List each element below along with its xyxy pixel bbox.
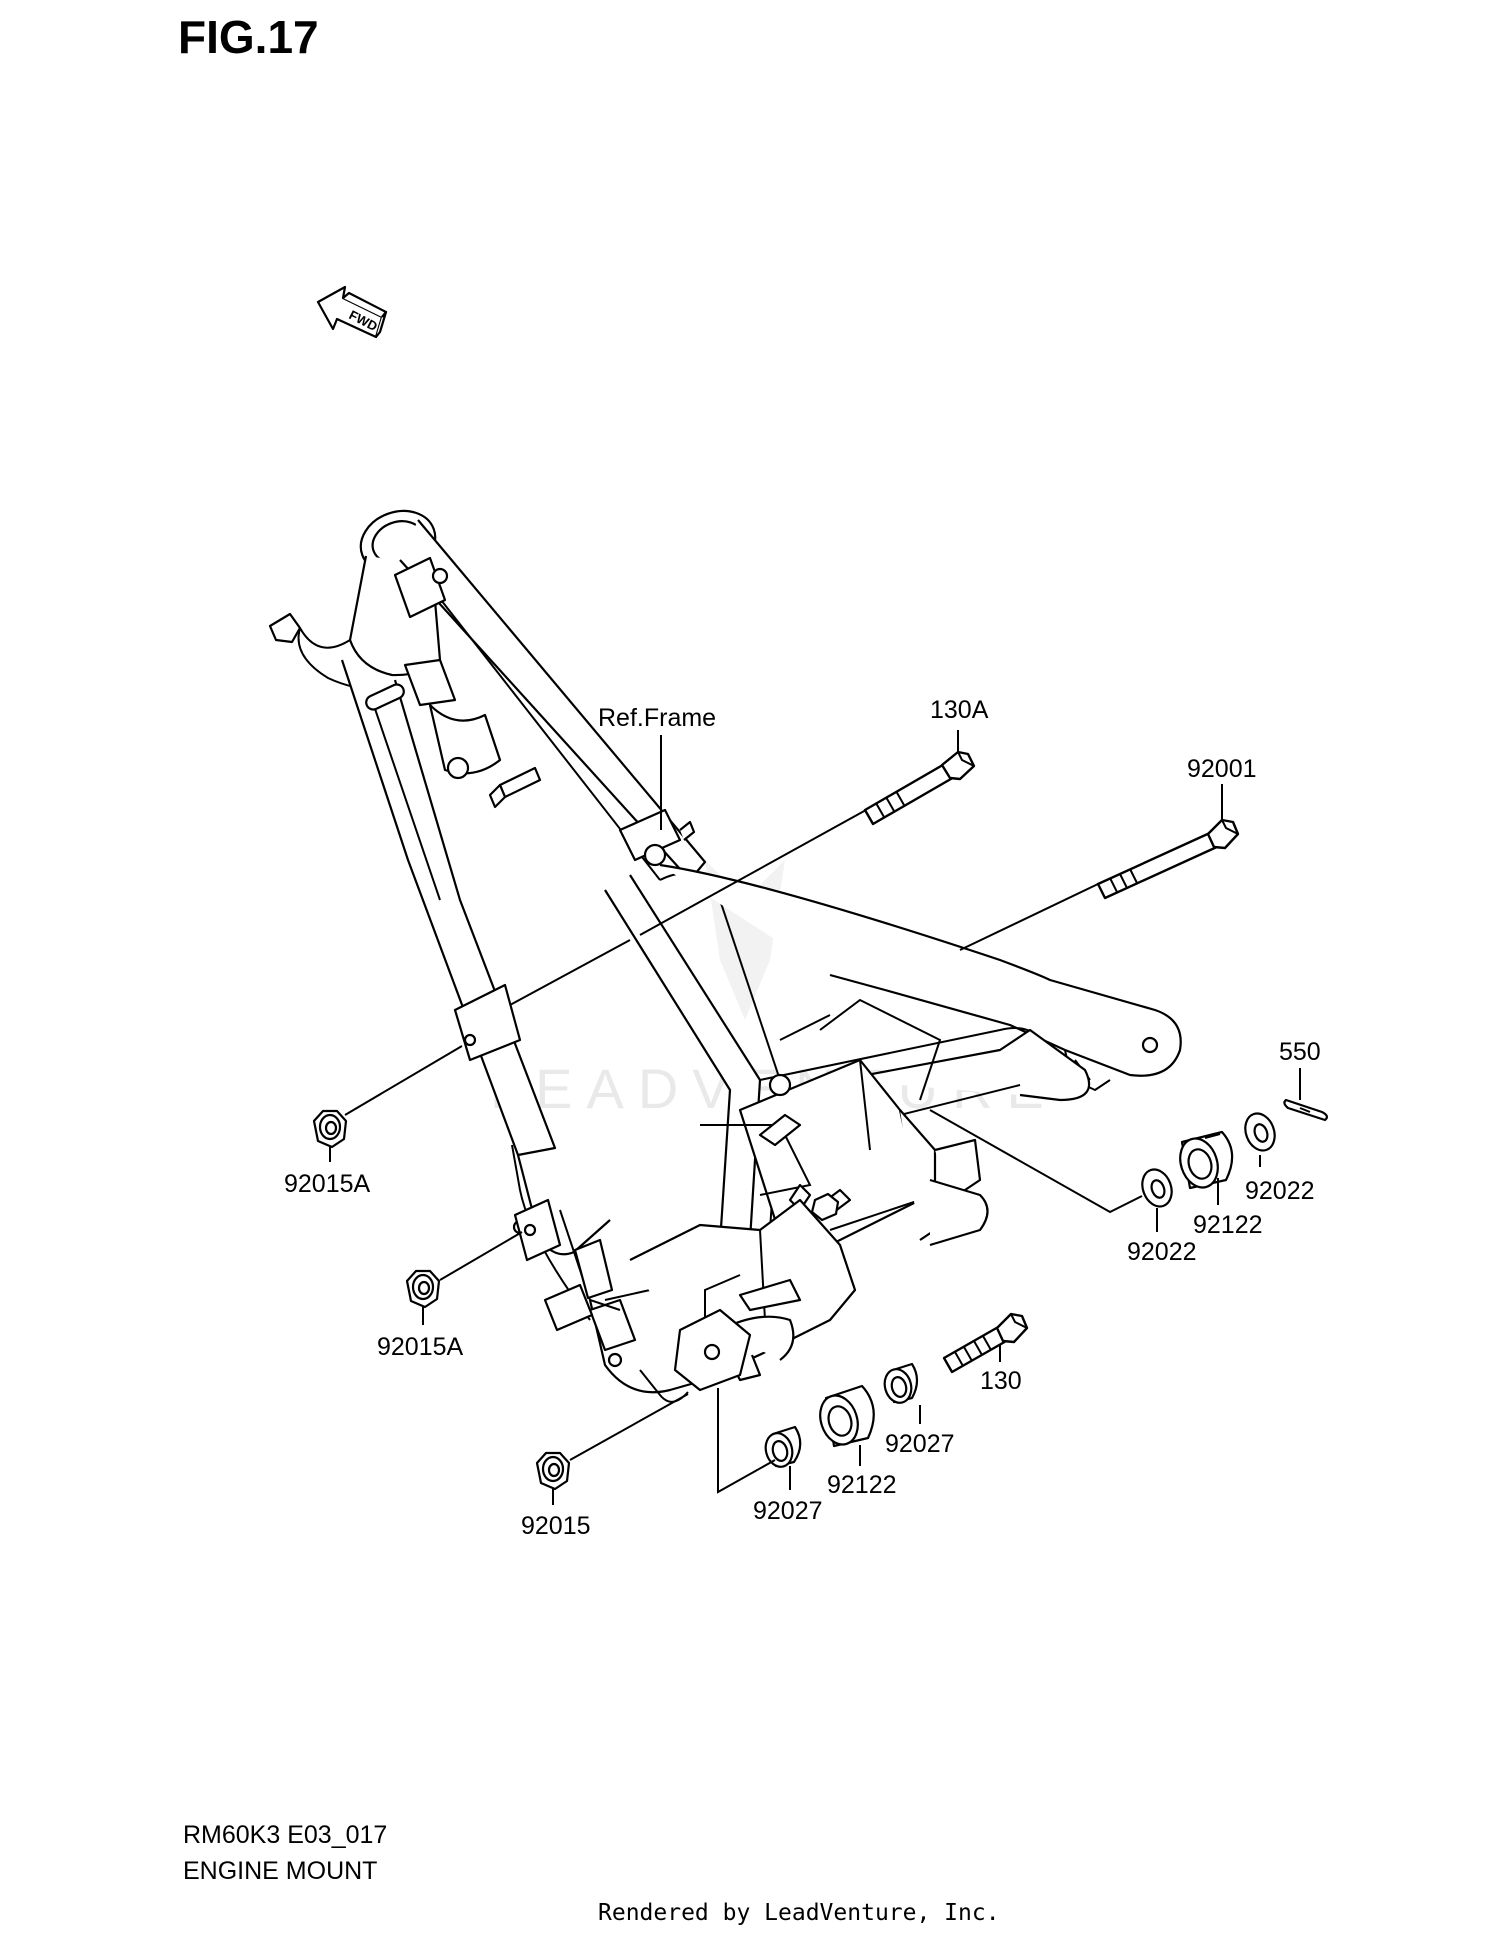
label-92122-lower: 92122: [827, 1471, 897, 1499]
label-92022-right: 92022: [1245, 1177, 1315, 1205]
label-92015: 92015: [521, 1512, 591, 1540]
label-92027-lower: 92027: [753, 1497, 823, 1525]
label-92122-upper: 92122: [1193, 1211, 1263, 1239]
label-130: 130: [980, 1367, 1022, 1395]
label-92015A-upper: 92015A: [284, 1170, 371, 1198]
model-code: RM60K3 E03_017: [183, 1821, 388, 1849]
bolt-92001-icon: [1096, 818, 1240, 900]
callout-labels: Ref.Frame 130A 92001 550 92022 92122 920…: [284, 696, 1321, 1540]
label-92001: 92001: [1187, 755, 1257, 783]
label-550: 550: [1279, 1038, 1321, 1066]
leader-lines: [329, 730, 1301, 1505]
frame-drawing: [268, 509, 1182, 1403]
fwd-arrow-icon: FWD: [316, 285, 388, 339]
label-92027-upper: 92027: [885, 1430, 955, 1458]
collar-92027-upper-icon: [883, 1362, 919, 1404]
section-name: ENGINE MOUNT: [183, 1857, 378, 1885]
bolt-130-icon: [942, 1312, 1029, 1374]
figure-title: FIG.17: [178, 11, 319, 63]
label-92022-lower: 92022: [1127, 1238, 1197, 1266]
washer-92022-lower-icon: [1141, 1168, 1173, 1208]
collar-92027-lower-icon: [764, 1425, 802, 1468]
damper-92122-upper-icon: [1179, 1130, 1234, 1190]
cotter-pin-550-icon: [1283, 1098, 1329, 1122]
label-92015A-lower: 92015A: [377, 1333, 464, 1361]
render-credit: Rendered by LeadVenture, Inc.: [598, 1900, 1000, 1926]
bolt-130A-icon: [863, 750, 976, 826]
damper-92122-lower-icon: [819, 1384, 875, 1448]
nut-92015A-upper-icon: [312, 1109, 348, 1149]
nut-92015-icon: [535, 1451, 571, 1491]
nut-92015A-lower-icon: [405, 1269, 441, 1309]
label-ref-frame: Ref.Frame: [598, 704, 716, 732]
washer-92022-right-icon: [1244, 1112, 1276, 1152]
label-130A: 130A: [930, 696, 989, 724]
